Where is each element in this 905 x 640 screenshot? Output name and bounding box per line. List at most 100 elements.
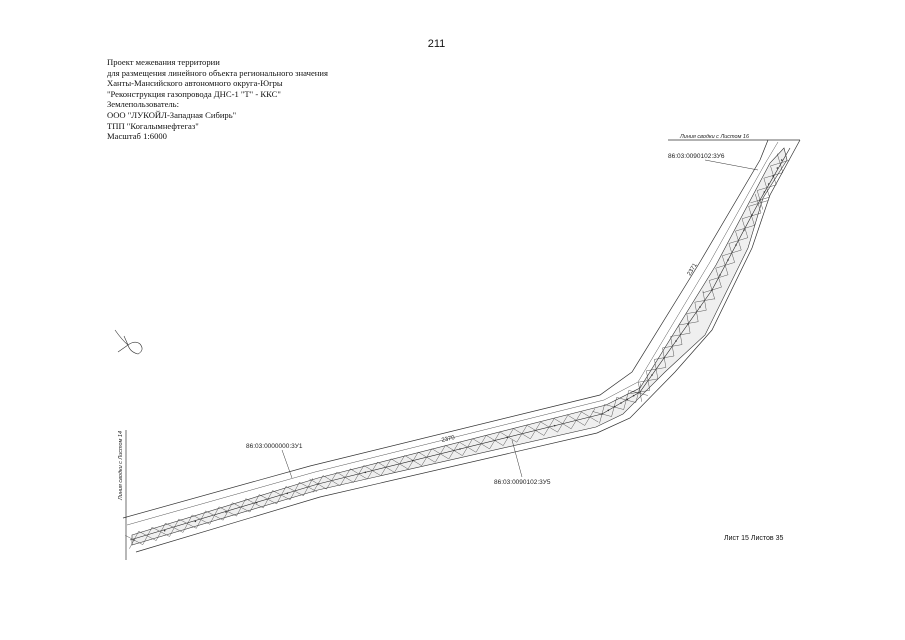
page-number: 211 (427, 38, 446, 50)
hatch-line (350, 468, 368, 480)
hatch-line (748, 200, 768, 207)
parcel-label-top: 86:03:0090102:3У6 (668, 153, 725, 160)
parcel-leader-left (281, 449, 293, 479)
hatch-line (616, 397, 636, 403)
hatch-line (486, 435, 504, 446)
node-mark (225, 511, 227, 513)
node-mark (651, 374, 653, 376)
hatch-line (499, 431, 517, 443)
node-mark (317, 483, 319, 485)
node-mark (286, 492, 289, 495)
hatch-line (757, 184, 777, 191)
node-mark (459, 448, 461, 450)
node-mark (364, 471, 367, 474)
hatch-line (662, 344, 683, 349)
node-mark (687, 323, 689, 325)
hatch-line (567, 415, 585, 426)
hatch-line (205, 510, 224, 521)
hatch-line (232, 502, 250, 513)
hatch-line (431, 448, 449, 460)
node-mark (711, 289, 713, 291)
hatch-line (192, 514, 210, 525)
hatch-line (285, 486, 304, 496)
node-mark (663, 357, 665, 359)
title-line: для размещения линейного объекта региона… (107, 67, 328, 78)
hatch-line (390, 458, 409, 470)
node-mark (632, 394, 635, 397)
node-mark (620, 402, 622, 404)
node-mark (626, 398, 629, 401)
hatch-line (670, 332, 691, 337)
parcel-label-left: 86:03:0000000:3У1 (246, 443, 303, 450)
hatch-line (299, 482, 317, 492)
node-mark (506, 436, 509, 439)
hatch-line (418, 451, 436, 463)
outer-boundary-upper (122, 139, 769, 519)
hatch-line (638, 378, 658, 383)
parcel-label-bottom: 86:03:0090102:3У5 (494, 479, 551, 486)
hatch-line (472, 438, 490, 450)
hatch-line (377, 461, 395, 473)
match-line-top-label: Линия сводки с Листом 16 (679, 134, 750, 140)
hatch-line (628, 390, 648, 396)
node-mark (763, 191, 766, 193)
node-mark (613, 405, 616, 408)
node-mark (255, 501, 258, 504)
hatch-line (259, 494, 277, 505)
hatch-line (709, 274, 729, 281)
hatch-line (513, 428, 531, 440)
hatch-line (218, 506, 237, 517)
hatch-line (722, 249, 742, 257)
title-line: ТПП "Когалымнефтегаз" (107, 120, 199, 131)
node-mark (675, 340, 677, 342)
hatch-line (151, 526, 170, 537)
sketch-marker (114, 329, 143, 355)
hatch-line (272, 490, 291, 501)
node-mark (751, 214, 753, 216)
title-line: Проект межевания территории (107, 57, 220, 67)
segment-label-lower: 2370 (441, 435, 456, 444)
hatch-line (540, 421, 558, 433)
node-mark (411, 459, 414, 462)
outer-boundary-inner (126, 141, 779, 526)
title-line: Масштаб 1:6000 (107, 131, 167, 142)
node-mark (133, 539, 135, 541)
title-block: Проект межевания территории для размещен… (107, 57, 328, 142)
hatch-line (646, 367, 666, 372)
title-line: "Реконструкция газопровода ДНС-1 "Т" - К… (107, 88, 281, 99)
node-mark (607, 409, 610, 412)
corridor-hatching (125, 153, 790, 549)
hatch-line (581, 411, 599, 423)
node-marks (133, 159, 783, 541)
node-mark (194, 520, 197, 523)
parcel-leader-bottom (511, 439, 523, 478)
hatch-line (363, 465, 381, 476)
sheet-label: Лист 15 Листов 35 (724, 535, 784, 542)
node-mark (772, 175, 774, 177)
hatch-line (715, 262, 735, 269)
outer-boundary-lower (135, 139, 801, 553)
hatch-line (694, 298, 715, 303)
node-mark (780, 159, 783, 161)
node-mark (759, 199, 761, 201)
hatch-line (245, 498, 264, 509)
hatch-line (741, 212, 762, 219)
match-line-left-label: Линия сводки с Листом 14 (118, 431, 124, 501)
node-mark (776, 167, 779, 169)
hatch-line (526, 425, 545, 436)
hatch-line (138, 531, 157, 541)
title-line: ООО "ЛУКОЙЛ-Западная Сибирь" (107, 109, 237, 120)
hatch-line (770, 160, 790, 167)
title-line: Ханты-Мансийского автономного округа-Югр… (107, 78, 283, 89)
parcel-leader-top (704, 159, 759, 171)
hatch-line (458, 441, 477, 453)
node-mark (699, 306, 701, 308)
node-mark (719, 274, 721, 276)
hatch-line (165, 522, 184, 533)
hatch-line (445, 445, 463, 456)
node-mark (767, 183, 770, 185)
node-mark (601, 413, 603, 415)
title-line: Землепользователь: (107, 99, 179, 110)
node-mark (735, 244, 737, 246)
node-mark (727, 259, 729, 261)
